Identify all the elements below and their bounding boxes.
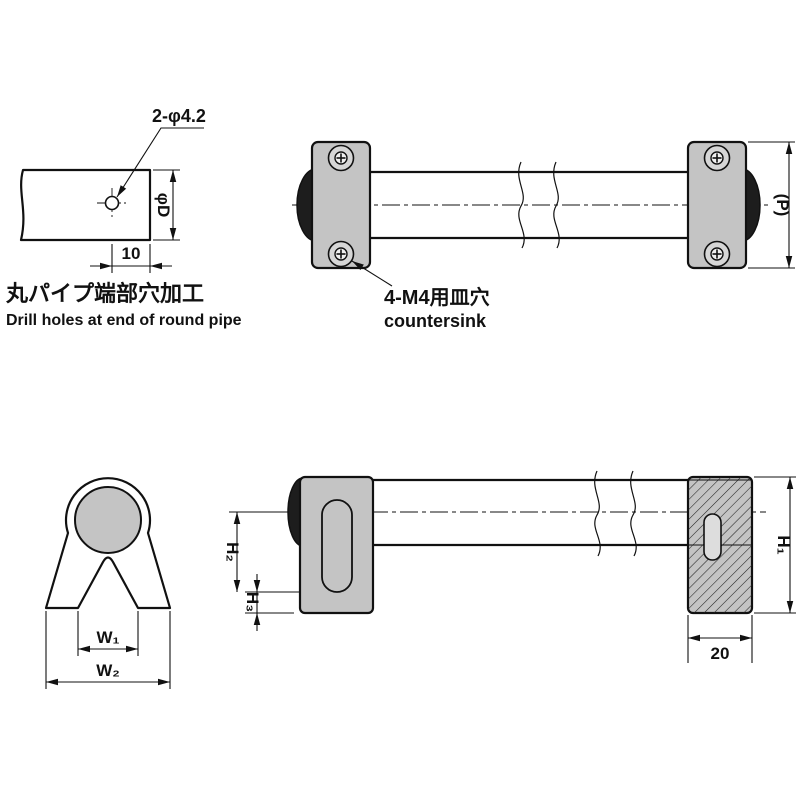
section-break-line-1 — [594, 470, 601, 557]
w1-dimension-label: W₁ — [96, 628, 119, 647]
offset-dimension-label: 10 — [122, 244, 141, 263]
width20-dimension-label: 20 — [711, 644, 730, 663]
countersink-leader-line — [351, 260, 393, 287]
break-line-2 — [553, 161, 560, 249]
screw-left-bottom — [327, 240, 355, 268]
h2-dimension-label: H₂ — [223, 542, 242, 562]
screw-left-top — [327, 144, 355, 172]
h1-dimension-label: H₁ — [774, 535, 793, 554]
view-handle-end: W₁ W₂ — [44, 477, 172, 689]
countersink-label-english: countersink — [384, 311, 487, 331]
pipe-outline — [19, 168, 152, 242]
mount-block-left — [310, 140, 372, 270]
hole-leader-line — [116, 127, 204, 198]
screw-right-top — [703, 144, 731, 172]
leg-slot-outline — [321, 499, 353, 593]
view-pipe-end: 2-φ4.2 φD 10 丸パイプ端部穴加工 Drill holes at en… — [5, 106, 242, 329]
mount-block-right — [686, 140, 748, 270]
pipe-cross-section — [74, 486, 142, 554]
countersink-label-japanese: 4-M4用皿穴 — [384, 285, 490, 309]
view-handle-section: H₁ 20 H₂ H₃ — [223, 470, 796, 663]
screw-hole-section — [703, 513, 722, 561]
pipe-end-caption-japanese: 丸パイプ端部穴加工 — [5, 281, 204, 306]
screw-right-bottom — [703, 240, 731, 268]
h3-dimension-label: H₃ — [243, 592, 262, 612]
break-line-1 — [518, 161, 525, 249]
dia-dimension-label: φD — [154, 193, 173, 217]
section-break-line-2 — [630, 470, 637, 557]
pitch-dimension-label: (P) — [773, 194, 792, 217]
pipe-end-caption-english: Drill holes at end of round pipe — [6, 312, 242, 329]
hole-callout: 2-φ4.2 — [152, 106, 206, 126]
w2-dimension-label: W₂ — [96, 661, 120, 680]
view-handle-front: (P) 4-M4用皿穴 countersink — [292, 140, 795, 331]
drill-hole — [104, 195, 120, 211]
